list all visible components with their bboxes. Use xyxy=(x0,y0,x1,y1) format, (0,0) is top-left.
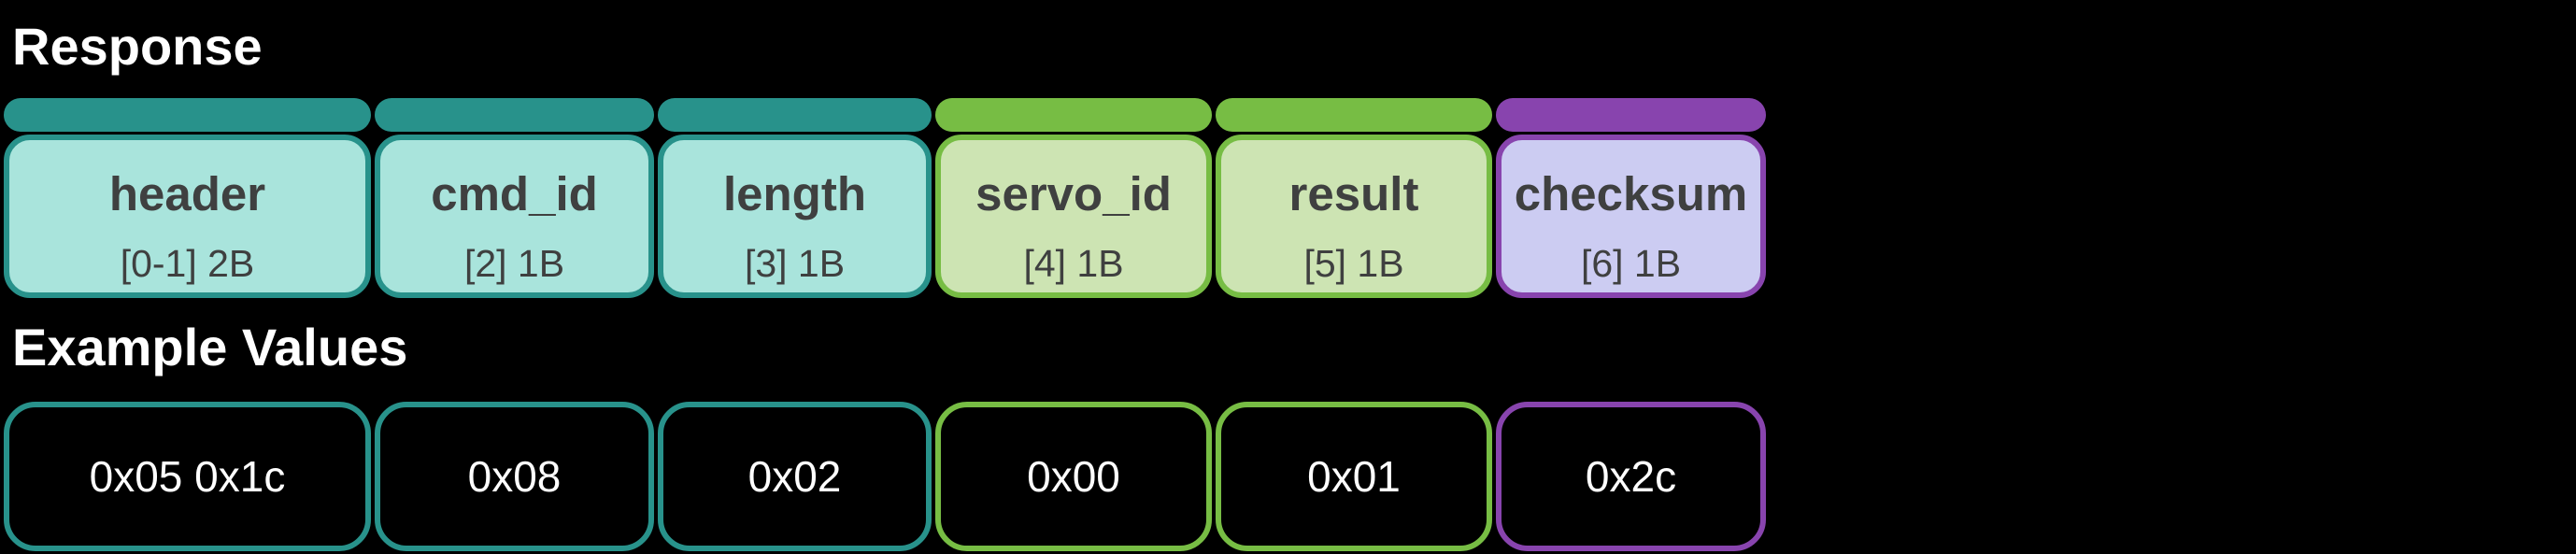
field-name-label: result xyxy=(1288,167,1419,220)
example-value-label: 0x05 0x1c xyxy=(89,452,286,501)
example-value-box: 0x2c xyxy=(1496,402,1766,551)
field-name-label: checksum xyxy=(1514,167,1748,220)
field-color-tab xyxy=(935,98,1212,132)
packet-fields-row: header [0-1] 2B cmd_id [2] 1B length [3]… xyxy=(4,98,1766,298)
field-color-tab xyxy=(1496,98,1766,132)
example-value-label: 0x2c xyxy=(1585,452,1677,501)
field-body: checksum [6] 1B xyxy=(1496,135,1766,298)
field-body: length [3] 1B xyxy=(658,135,932,298)
packet-field-column: length [3] 1B xyxy=(658,98,932,298)
example-value-label: 0x08 xyxy=(467,452,562,501)
field-color-tab xyxy=(4,98,371,132)
example-value-label: 0x00 xyxy=(1027,452,1120,501)
field-byte-range-label: [6] 1B xyxy=(1580,242,1682,286)
example-values-row: 0x05 0x1c 0x08 0x02 0x00 0x01 0x2c xyxy=(4,402,1766,551)
field-body: result [5] 1B xyxy=(1216,135,1492,298)
example-value-label: 0x01 xyxy=(1307,452,1401,501)
example-value-box: 0x01 xyxy=(1216,402,1492,551)
response-section-title: Response xyxy=(12,17,263,76)
field-body: header [0-1] 2B xyxy=(4,135,371,298)
field-color-tab xyxy=(375,98,654,132)
example-value-label: 0x02 xyxy=(747,452,842,501)
field-byte-range-label: [3] 1B xyxy=(744,242,846,286)
field-byte-range-label: [4] 1B xyxy=(1023,242,1124,286)
field-name-label: cmd_id xyxy=(431,167,598,220)
field-byte-range-label: [0-1] 2B xyxy=(120,242,255,286)
example-value-box: 0x02 xyxy=(658,402,932,551)
field-name-label: servo_id xyxy=(975,167,1172,220)
example-value-box: 0x08 xyxy=(375,402,654,551)
field-body: servo_id [4] 1B xyxy=(935,135,1212,298)
packet-field-column: result [5] 1B xyxy=(1216,98,1492,298)
packet-field-column: header [0-1] 2B xyxy=(4,98,371,298)
field-name-label: length xyxy=(723,167,866,220)
packet-field-column: servo_id [4] 1B xyxy=(935,98,1212,298)
example-values-section-title: Example Values xyxy=(12,318,408,376)
field-byte-range-label: [5] 1B xyxy=(1303,242,1404,286)
field-byte-range-label: [2] 1B xyxy=(463,242,565,286)
packet-field-column: cmd_id [2] 1B xyxy=(375,98,654,298)
example-value-box: 0x00 xyxy=(935,402,1212,551)
field-color-tab xyxy=(1216,98,1492,132)
example-value-box: 0x05 0x1c xyxy=(4,402,371,551)
field-body: cmd_id [2] 1B xyxy=(375,135,654,298)
field-color-tab xyxy=(658,98,932,132)
field-name-label: header xyxy=(108,167,266,220)
packet-field-column: checksum [6] 1B xyxy=(1496,98,1766,298)
